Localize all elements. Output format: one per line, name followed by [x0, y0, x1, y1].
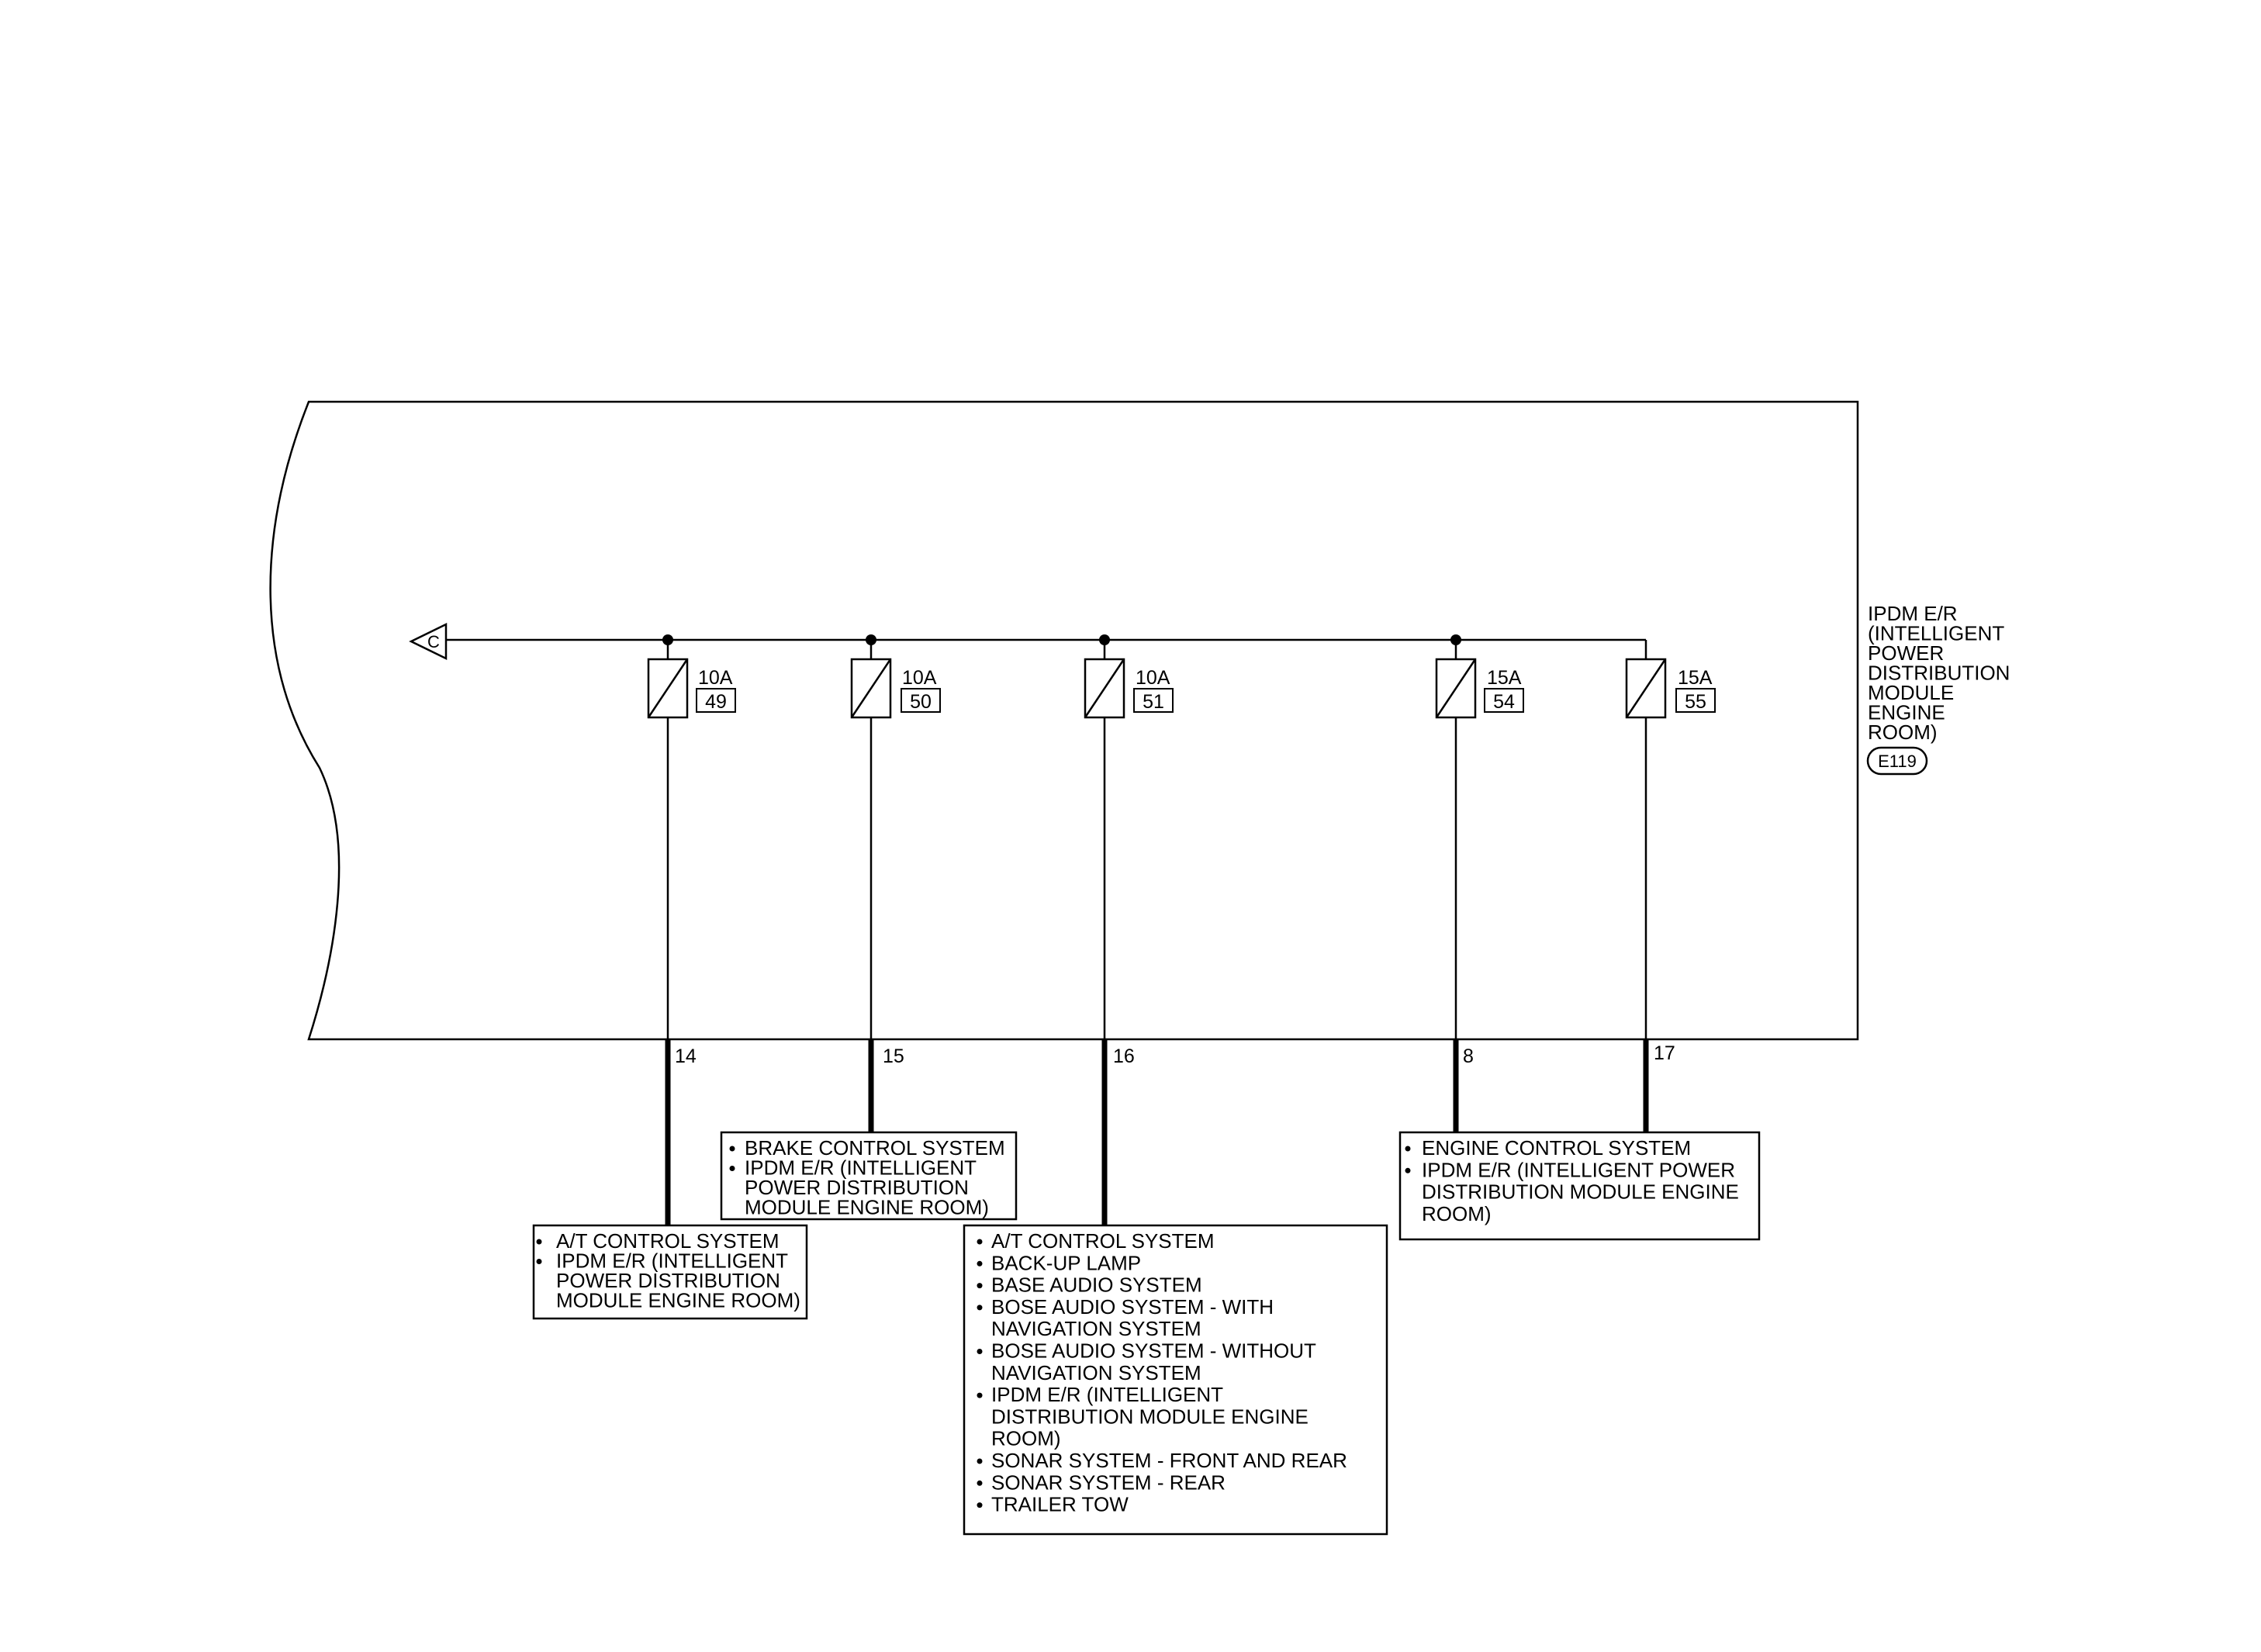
- fuse-51[interactable]: 10A 51 16: [1084, 640, 1174, 1067]
- fuse-50[interactable]: 10A 50 15: [850, 640, 941, 1067]
- connector-badge-e119[interactable]: E119: [1866, 746, 1928, 776]
- fuse-49[interactable]: 10A 49 14: [647, 640, 736, 1067]
- destination-item-line: NAVIGATION SYSTEM: [991, 1361, 1201, 1384]
- module-label-line: ENGINE: [1868, 701, 1945, 724]
- destination-item-line: ENGINE CONTROL SYSTEM: [1422, 1136, 1691, 1160]
- fuse-number-box: [1484, 688, 1524, 713]
- fuse-rating: 10A: [1136, 667, 1170, 689]
- destination-item-line: MODULE ENGINE ROOM): [745, 1196, 989, 1219]
- destination-item-line: DISTRIBUTION MODULE ENGINE: [1422, 1180, 1739, 1204]
- bullet-icon: [977, 1260, 983, 1267]
- destination-item-line: A/T CONTROL SYSTEM: [556, 1229, 780, 1253]
- destination-item-line: SONAR SYSTEM - FRONT AND REAR: [991, 1449, 1347, 1472]
- fuse-element: [850, 658, 892, 718]
- bullet-icon: [977, 1283, 983, 1289]
- destination-item-line: ROOM): [991, 1427, 1061, 1450]
- module-label-line: ROOM): [1868, 721, 1938, 744]
- fuse-rating: 15A: [1678, 667, 1713, 689]
- fuse-55[interactable]: 15A 55 17: [1625, 658, 1716, 1064]
- fuse-element: [647, 658, 689, 718]
- bullet-icon: [977, 1458, 983, 1464]
- destination-item-line: ROOM): [1422, 1202, 1492, 1225]
- connector-badge-outline: [1866, 746, 1928, 776]
- fuse-number-box: [1675, 688, 1716, 713]
- bullet-icon: [977, 1392, 983, 1398]
- fuse-number: 54: [1493, 691, 1515, 713]
- fuse-rating: 15A: [1487, 667, 1522, 689]
- terminal-number: 16: [1113, 1045, 1135, 1067]
- terminal-number: 14: [675, 1045, 697, 1067]
- arrow-shape: [409, 622, 448, 661]
- connector-ref-label: C: [427, 632, 440, 651]
- bullet-icon: [536, 1239, 542, 1245]
- module-boundary: [269, 400, 1859, 1041]
- module-label-line: IPDM E/R: [1868, 602, 1958, 625]
- destination-item-line: MODULE ENGINE ROOM): [556, 1289, 800, 1312]
- fuse-54[interactable]: 15A 54 8: [1435, 640, 1524, 1067]
- dest-box-multi[interactable]: [963, 1224, 1388, 1536]
- bullet-icon: [729, 1146, 735, 1152]
- bullet-icon: [1405, 1167, 1411, 1173]
- fuse-rating: 10A: [698, 667, 733, 689]
- destination-item-line: SONAR SYSTEM - REAR: [991, 1471, 1226, 1494]
- destination-item-line: IPDM E/R (INTELLIGENT POWER: [1422, 1158, 1735, 1181]
- fuse-element: [1084, 658, 1125, 718]
- dest-box-engine[interactable]: [1398, 1131, 1761, 1241]
- destination-item-line: BOSE AUDIO SYSTEM - WITH: [991, 1295, 1274, 1318]
- connector-ref-arrow[interactable]: C: [409, 622, 448, 661]
- module-label-line: (INTELLIGENT: [1868, 622, 2004, 645]
- module-label: IPDM E/R(INTELLIGENTPOWERDISTRIBUTIONMOD…: [1868, 602, 2010, 744]
- dest-box-at[interactable]: [532, 1224, 808, 1320]
- connector-id: E119: [1878, 752, 1917, 771]
- bullet-icon: [977, 1239, 983, 1245]
- module-label-line: DISTRIBUTION: [1868, 662, 2010, 685]
- terminal-number: 8: [1463, 1045, 1474, 1067]
- destination-item-line: BRAKE CONTROL SYSTEM: [745, 1136, 1005, 1160]
- destination-item-line: IPDM E/R (INTELLIGENT: [745, 1156, 977, 1180]
- module-label-line: POWER: [1868, 641, 1944, 665]
- destination-item-line: BASE AUDIO SYSTEM: [991, 1274, 1202, 1297]
- bullet-icon: [977, 1305, 983, 1311]
- fuse-number: 51: [1143, 691, 1164, 713]
- fuse-number: 55: [1685, 691, 1706, 713]
- fuse-number-box: [901, 688, 941, 713]
- destination-item-line: TRAILER TOW: [991, 1493, 1129, 1516]
- terminal-number: 15: [883, 1045, 904, 1067]
- fuse-rating: 10A: [902, 667, 937, 689]
- destination-item-line: DISTRIBUTION MODULE ENGINE: [991, 1405, 1309, 1428]
- fuse-number: 49: [705, 691, 727, 713]
- bullet-icon: [977, 1480, 983, 1486]
- destination-item-line: A/T CONTROL SYSTEM: [991, 1229, 1215, 1253]
- destination-item-line: NAVIGATION SYSTEM: [991, 1317, 1201, 1340]
- fuse-number: 50: [910, 691, 932, 713]
- fuse-element: [1435, 658, 1477, 718]
- destination-item-line: POWER DISTRIBUTION: [556, 1269, 780, 1292]
- dest-box-brake[interactable]: [720, 1131, 1018, 1221]
- bullet-icon: [977, 1502, 983, 1509]
- bullet-icon: [729, 1166, 735, 1171]
- fuse-element: [1625, 658, 1667, 718]
- destination-item-line: POWER DISTRIBUTION: [745, 1176, 969, 1199]
- fuse-number-box: [1133, 688, 1174, 713]
- destination-item-line: BACK-UP LAMP: [991, 1251, 1141, 1274]
- bullet-icon: [1405, 1146, 1411, 1152]
- module-label-line: MODULE: [1868, 681, 1954, 704]
- destination-item-line: BOSE AUDIO SYSTEM - WITHOUT: [991, 1339, 1316, 1363]
- destination-item-line: IPDM E/R (INTELLIGENT: [556, 1249, 788, 1273]
- terminal-number: 17: [1654, 1042, 1675, 1064]
- fuse-number-box: [696, 688, 736, 713]
- destination-item-line: IPDM E/R (INTELLIGENT: [991, 1383, 1223, 1406]
- bullet-icon: [536, 1259, 542, 1264]
- bullet-icon: [977, 1349, 983, 1354]
